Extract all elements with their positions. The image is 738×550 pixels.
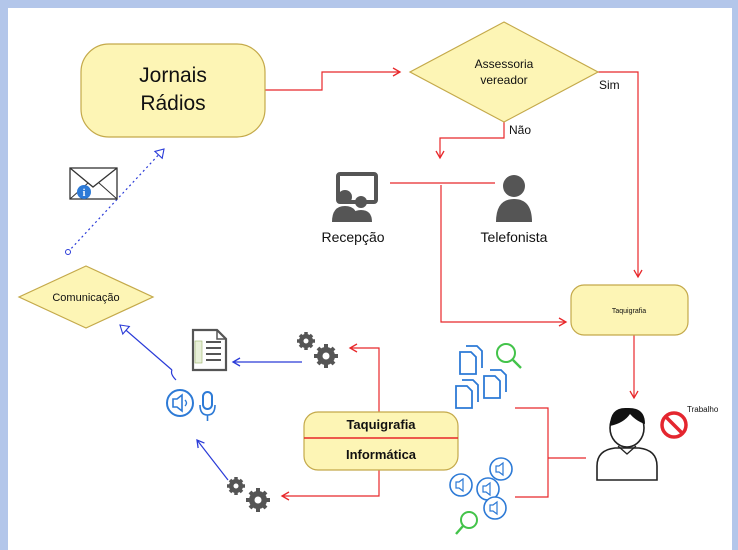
gears-icon [227, 477, 270, 512]
edge-ti-gears-top [348, 343, 380, 412]
label-nao: Não [509, 123, 531, 137]
label-trabalho: Trabalho [687, 405, 719, 414]
node-taquigrafia-informatica[interactable]: Taquigrafia Informática [303, 411, 459, 471]
telefonista-icon [496, 175, 532, 222]
edge-comunicacao-origin [65, 249, 71, 255]
document-icon [191, 328, 228, 372]
edge-audio-comunicacao [119, 324, 173, 371]
node-radios-label: Rádios [140, 92, 205, 115]
edge-comunicacao-jornais [67, 148, 165, 253]
user-icon [596, 407, 658, 481]
edge-bar-taquigrafia [440, 185, 568, 327]
search-icon [455, 511, 478, 535]
edge-audio-stub [170, 369, 177, 381]
microphone-icon [199, 391, 216, 421]
svg-text:i: i [83, 188, 86, 199]
files-icon [455, 345, 507, 409]
node-comunicacao[interactable]: Comunicação [17, 265, 155, 329]
node-taquigrafia-label: Taquigrafia [346, 417, 416, 432]
no-entry-icon [660, 411, 688, 439]
node-jornais-label: Jornais [139, 64, 207, 87]
search-icon [496, 343, 522, 369]
label-telefonista: Telefonista [481, 229, 548, 245]
node-jornais-radios[interactable]: Jornais Rádios [80, 43, 266, 138]
node-informatica-label: Informática [346, 447, 417, 462]
edge-gears-audio [196, 438, 229, 481]
edge-jornais-assessoria [265, 67, 402, 91]
node-taquigrafia-small-label: Taquigrafia [612, 308, 646, 315]
edge-assessoria-recepcao-nao [435, 122, 505, 160]
speakers-icon [449, 457, 513, 520]
node-assessoria-label: Assessoria [475, 57, 534, 71]
label-recepcao: Recepção [321, 229, 384, 245]
audio-icon [166, 389, 194, 417]
edge-assessoria-taquigrafia-sim [598, 71, 643, 279]
recepcao-icon [332, 172, 378, 222]
label-sim: Sim [599, 78, 620, 92]
edge-ti-gears-bottom [280, 470, 380, 501]
node-vereador-label: vereador [480, 73, 527, 87]
node-comunicacao-label: Comunicação [52, 292, 119, 304]
edge-files-bracket [515, 407, 549, 498]
node-taquigrafia-small[interactable]: Taquigrafia [570, 284, 689, 336]
gears-icon [297, 332, 338, 368]
envelope-info-icon: i [69, 167, 118, 200]
node-assessoria-vereador[interactable]: Assessoria vereador [408, 21, 600, 123]
connectors [65, 67, 643, 501]
